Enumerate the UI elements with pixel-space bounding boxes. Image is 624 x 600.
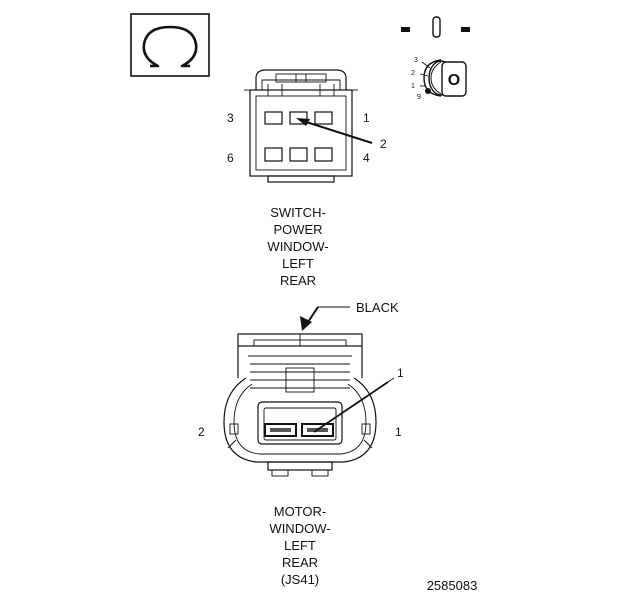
motor-label-line-5: (JS41) xyxy=(281,572,319,587)
switch-connector-label: SWITCH- POWER WINDOW- LEFT REAR xyxy=(267,205,328,288)
motor-pin-callout-1: 1 xyxy=(397,366,404,380)
switch-pin-3: 3 xyxy=(227,111,234,125)
figure-number: 2585083 xyxy=(427,578,478,593)
cavity-6 xyxy=(264,147,283,162)
switch-label-line-4: LEFT xyxy=(282,256,314,271)
motor-color-callout: BLACK xyxy=(356,300,399,315)
motor-label-line-2: WINDOW- xyxy=(269,521,330,536)
switch-connector xyxy=(244,69,373,183)
cavity-1 xyxy=(314,111,333,125)
motor-label-line-3: LEFT xyxy=(284,538,316,553)
motor-connector-label: MOTOR- WINDOW- LEFT REAR (JS41) xyxy=(269,504,330,587)
switch-pos-1: 1 xyxy=(411,83,415,90)
motor-connector xyxy=(223,306,395,477)
key-letter: O xyxy=(448,72,460,89)
cavity-4 xyxy=(314,147,333,162)
cavity-3 xyxy=(264,111,283,125)
cavity-2 xyxy=(289,111,308,125)
switch-label-line-1: SWITCH- xyxy=(270,205,326,220)
motor-label-line-1: MOTOR- xyxy=(274,504,326,519)
switch-pin-4: 4 xyxy=(363,151,370,165)
switch-pos-2: 2 xyxy=(411,70,415,77)
cavity-5 xyxy=(289,147,308,162)
switch-pos-3: 3 xyxy=(414,57,418,64)
switch-label-line-2: POWER xyxy=(273,222,322,237)
switch-pos-9: 9 xyxy=(417,94,421,101)
motor-pin-1: 1 xyxy=(395,425,402,439)
ohm-symbol-icon xyxy=(130,13,210,77)
switch-label-line-3: WINDOW- xyxy=(267,239,328,254)
switch-label-line-5: REAR xyxy=(280,273,316,288)
motor-label-line-4: REAR xyxy=(282,555,318,570)
ignition-key-switch-icon: O 3 2 1 9 xyxy=(401,16,470,101)
switch-pin-1: 1 xyxy=(363,111,370,125)
switch-pin-2-callout: 2 xyxy=(380,137,387,151)
switch-pin-6: 6 xyxy=(227,151,234,165)
motor-pin-2: 2 xyxy=(198,425,205,439)
